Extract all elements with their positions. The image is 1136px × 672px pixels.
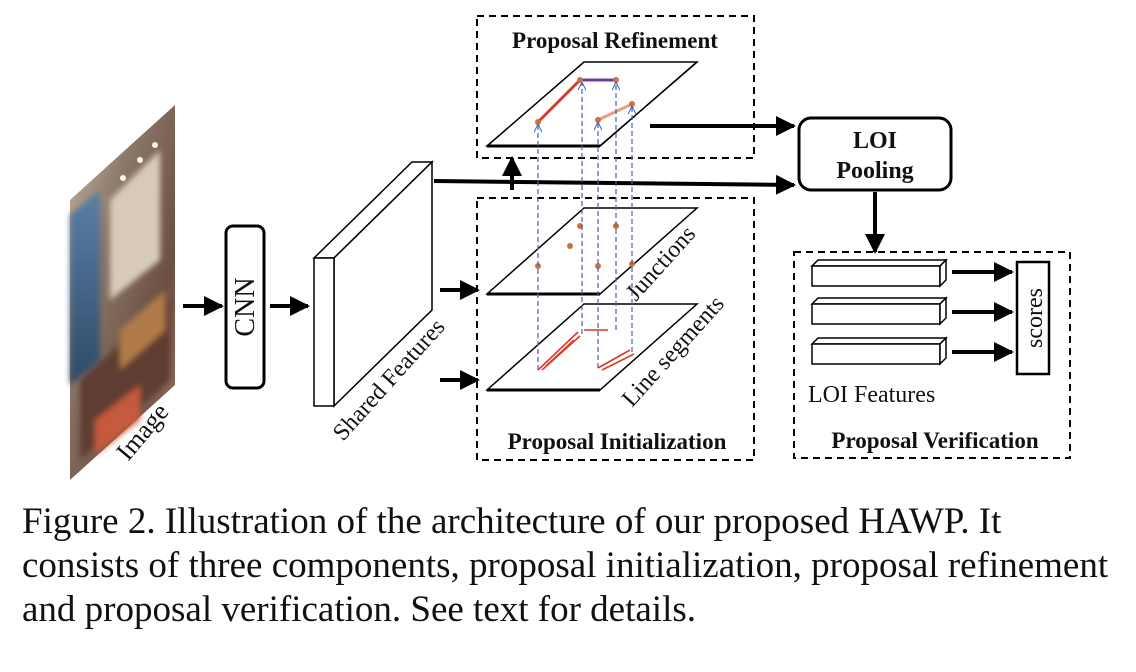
projection-lines: [538, 83, 632, 370]
refined-segment-red: [536, 78, 582, 124]
proposal-initialization-title: Proposal Initialization: [508, 429, 727, 454]
figure-caption: Figure 2. Illustration of the architectu…: [22, 501, 1109, 630]
initial-line-segments: [537, 329, 635, 371]
proposal-verification-box: [793, 251, 1071, 459]
refined-junction: [577, 77, 583, 83]
arrow-features-to-loi: [433, 174, 796, 195]
loi-features-label: LOI Features: [808, 382, 935, 408]
loi-feature-bar: [810, 258, 948, 288]
refined-segment-orange: [597, 102, 633, 122]
junctions-plane: [485, 207, 699, 296]
loi-feature-bar: [810, 336, 948, 366]
refined-junction: [629, 101, 635, 107]
loi-feature-bar: [810, 296, 948, 326]
loi-pooling-box: [797, 116, 953, 192]
loi-pooling-label-line2: Pooling: [836, 158, 913, 184]
junction-point: [567, 243, 573, 249]
junction-point: [595, 263, 601, 269]
scores-label: scores: [1022, 288, 1048, 348]
initial-segment: [601, 353, 635, 371]
loi-feature-bars: [810, 258, 948, 366]
refined-junction: [535, 119, 541, 125]
loi-pooling-label-line1: LOI: [853, 128, 897, 154]
cnn-label: CNN: [230, 277, 261, 336]
architecture-diagram: Image CNN Shared Features Proposal Refin…: [70, 15, 1071, 480]
scores-box: [1015, 260, 1051, 376]
refined-junction: [595, 117, 601, 123]
initial-segment: [537, 331, 579, 371]
refined-line-segments: [535, 77, 635, 125]
initial-segment: [597, 349, 631, 369]
initial-segment: [545, 339, 575, 367]
cnn-block: [224, 224, 266, 390]
proposal-verification-title: Proposal Verification: [831, 428, 1038, 453]
shared-features-block: [312, 160, 434, 408]
proposal-refinement-title: Proposal Refinement: [512, 28, 718, 53]
refined-junction: [613, 77, 619, 83]
refinement-plane: [484, 61, 700, 148]
input-image: [70, 105, 175, 480]
